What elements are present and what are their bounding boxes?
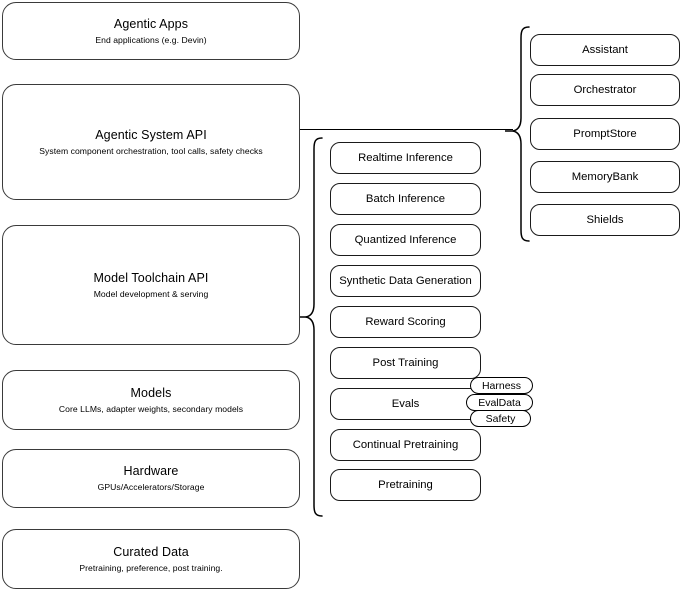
layer-curated-data[interactable]: Curated Data Pretraining, preference, po… (2, 529, 300, 589)
system-component-label: PromptStore (573, 128, 637, 140)
layer-subtitle: Pretraining, preference, post training. (79, 562, 223, 573)
capability-label: Post Training (372, 357, 439, 369)
system-component-label: Shields (586, 214, 624, 226)
layer-agentic-apps[interactable]: Agentic Apps End applications (e.g. Devi… (2, 2, 300, 60)
system-component-label: Assistant (582, 44, 628, 56)
evals-pill-label: Safety (485, 412, 516, 425)
capability-post-training[interactable]: Post Training (330, 347, 481, 379)
evals-pill-evaldata[interactable]: EvalData (466, 394, 533, 411)
capability-label: Pretraining (378, 479, 433, 491)
layer-subtitle: Core LLMs, adapter weights, secondary mo… (58, 403, 244, 414)
brace-toolchain (300, 136, 324, 518)
layer-subtitle: System component orchestration, tool cal… (39, 145, 263, 156)
layer-subtitle: GPUs/Accelerators/Storage (97, 482, 205, 492)
evals-pill-label: EvalData (478, 396, 521, 409)
capability-label: Realtime Inference (358, 152, 453, 164)
evals-pill-label: Harness (481, 379, 522, 392)
layer-title: Agentic System API (95, 127, 207, 142)
capability-evals[interactable]: Evals (330, 388, 481, 420)
layer-models[interactable]: Models Core LLMs, adapter weights, secon… (2, 370, 300, 430)
capability-label: Continual Pretraining (352, 439, 459, 451)
capability-reward-scoring[interactable]: Reward Scoring (330, 306, 481, 338)
layer-subtitle: Model development & serving (93, 288, 209, 299)
system-component-promptstore[interactable]: PromptStore (530, 118, 680, 150)
layer-subtitle: End applications (e.g. Devin) (95, 34, 207, 45)
system-component-orchestrator[interactable]: Orchestrator (530, 74, 680, 106)
capability-quantized-inference[interactable]: Quantized Inference (330, 224, 481, 256)
capability-synthetic-data-generation[interactable]: Synthetic Data Generation (330, 265, 481, 297)
layer-hardware[interactable]: Hardware GPUs/Accelerators/Storage (2, 449, 300, 508)
evals-pill-safety[interactable]: Safety (470, 410, 531, 427)
layer-title: Curated Data (113, 544, 189, 559)
capability-label: Reward Scoring (365, 316, 446, 328)
connector-system-api-to-components (300, 129, 513, 131)
layer-title: Model Toolchain API (93, 270, 209, 285)
system-component-label: MemoryBank (571, 171, 639, 183)
capability-pretraining[interactable]: Pretraining (330, 469, 481, 501)
system-component-label: Orchestrator (573, 84, 637, 96)
brace-system-components (505, 25, 531, 243)
system-component-memorybank[interactable]: MemoryBank (530, 161, 680, 193)
capability-continual-pretraining[interactable]: Continual Pretraining (330, 429, 481, 461)
layer-title: Agentic Apps (113, 16, 189, 31)
capability-label: Batch Inference (365, 193, 446, 205)
layer-model-toolchain-api[interactable]: Model Toolchain API Model development & … (2, 225, 300, 345)
system-component-assistant[interactable]: Assistant (530, 34, 680, 66)
system-component-shields[interactable]: Shields (530, 204, 680, 236)
capability-label: Quantized Inference (354, 234, 457, 246)
capability-label: Synthetic Data Generation (339, 275, 472, 287)
layer-title: Hardware (123, 464, 179, 478)
layer-title: Models (130, 385, 172, 400)
evals-pill-harness[interactable]: Harness (470, 377, 533, 394)
capability-batch-inference[interactable]: Batch Inference (330, 183, 481, 215)
layer-agentic-system-api[interactable]: Agentic System API System component orch… (2, 84, 300, 200)
capability-realtime-inference[interactable]: Realtime Inference (330, 142, 481, 174)
capability-label: Evals (391, 398, 420, 410)
